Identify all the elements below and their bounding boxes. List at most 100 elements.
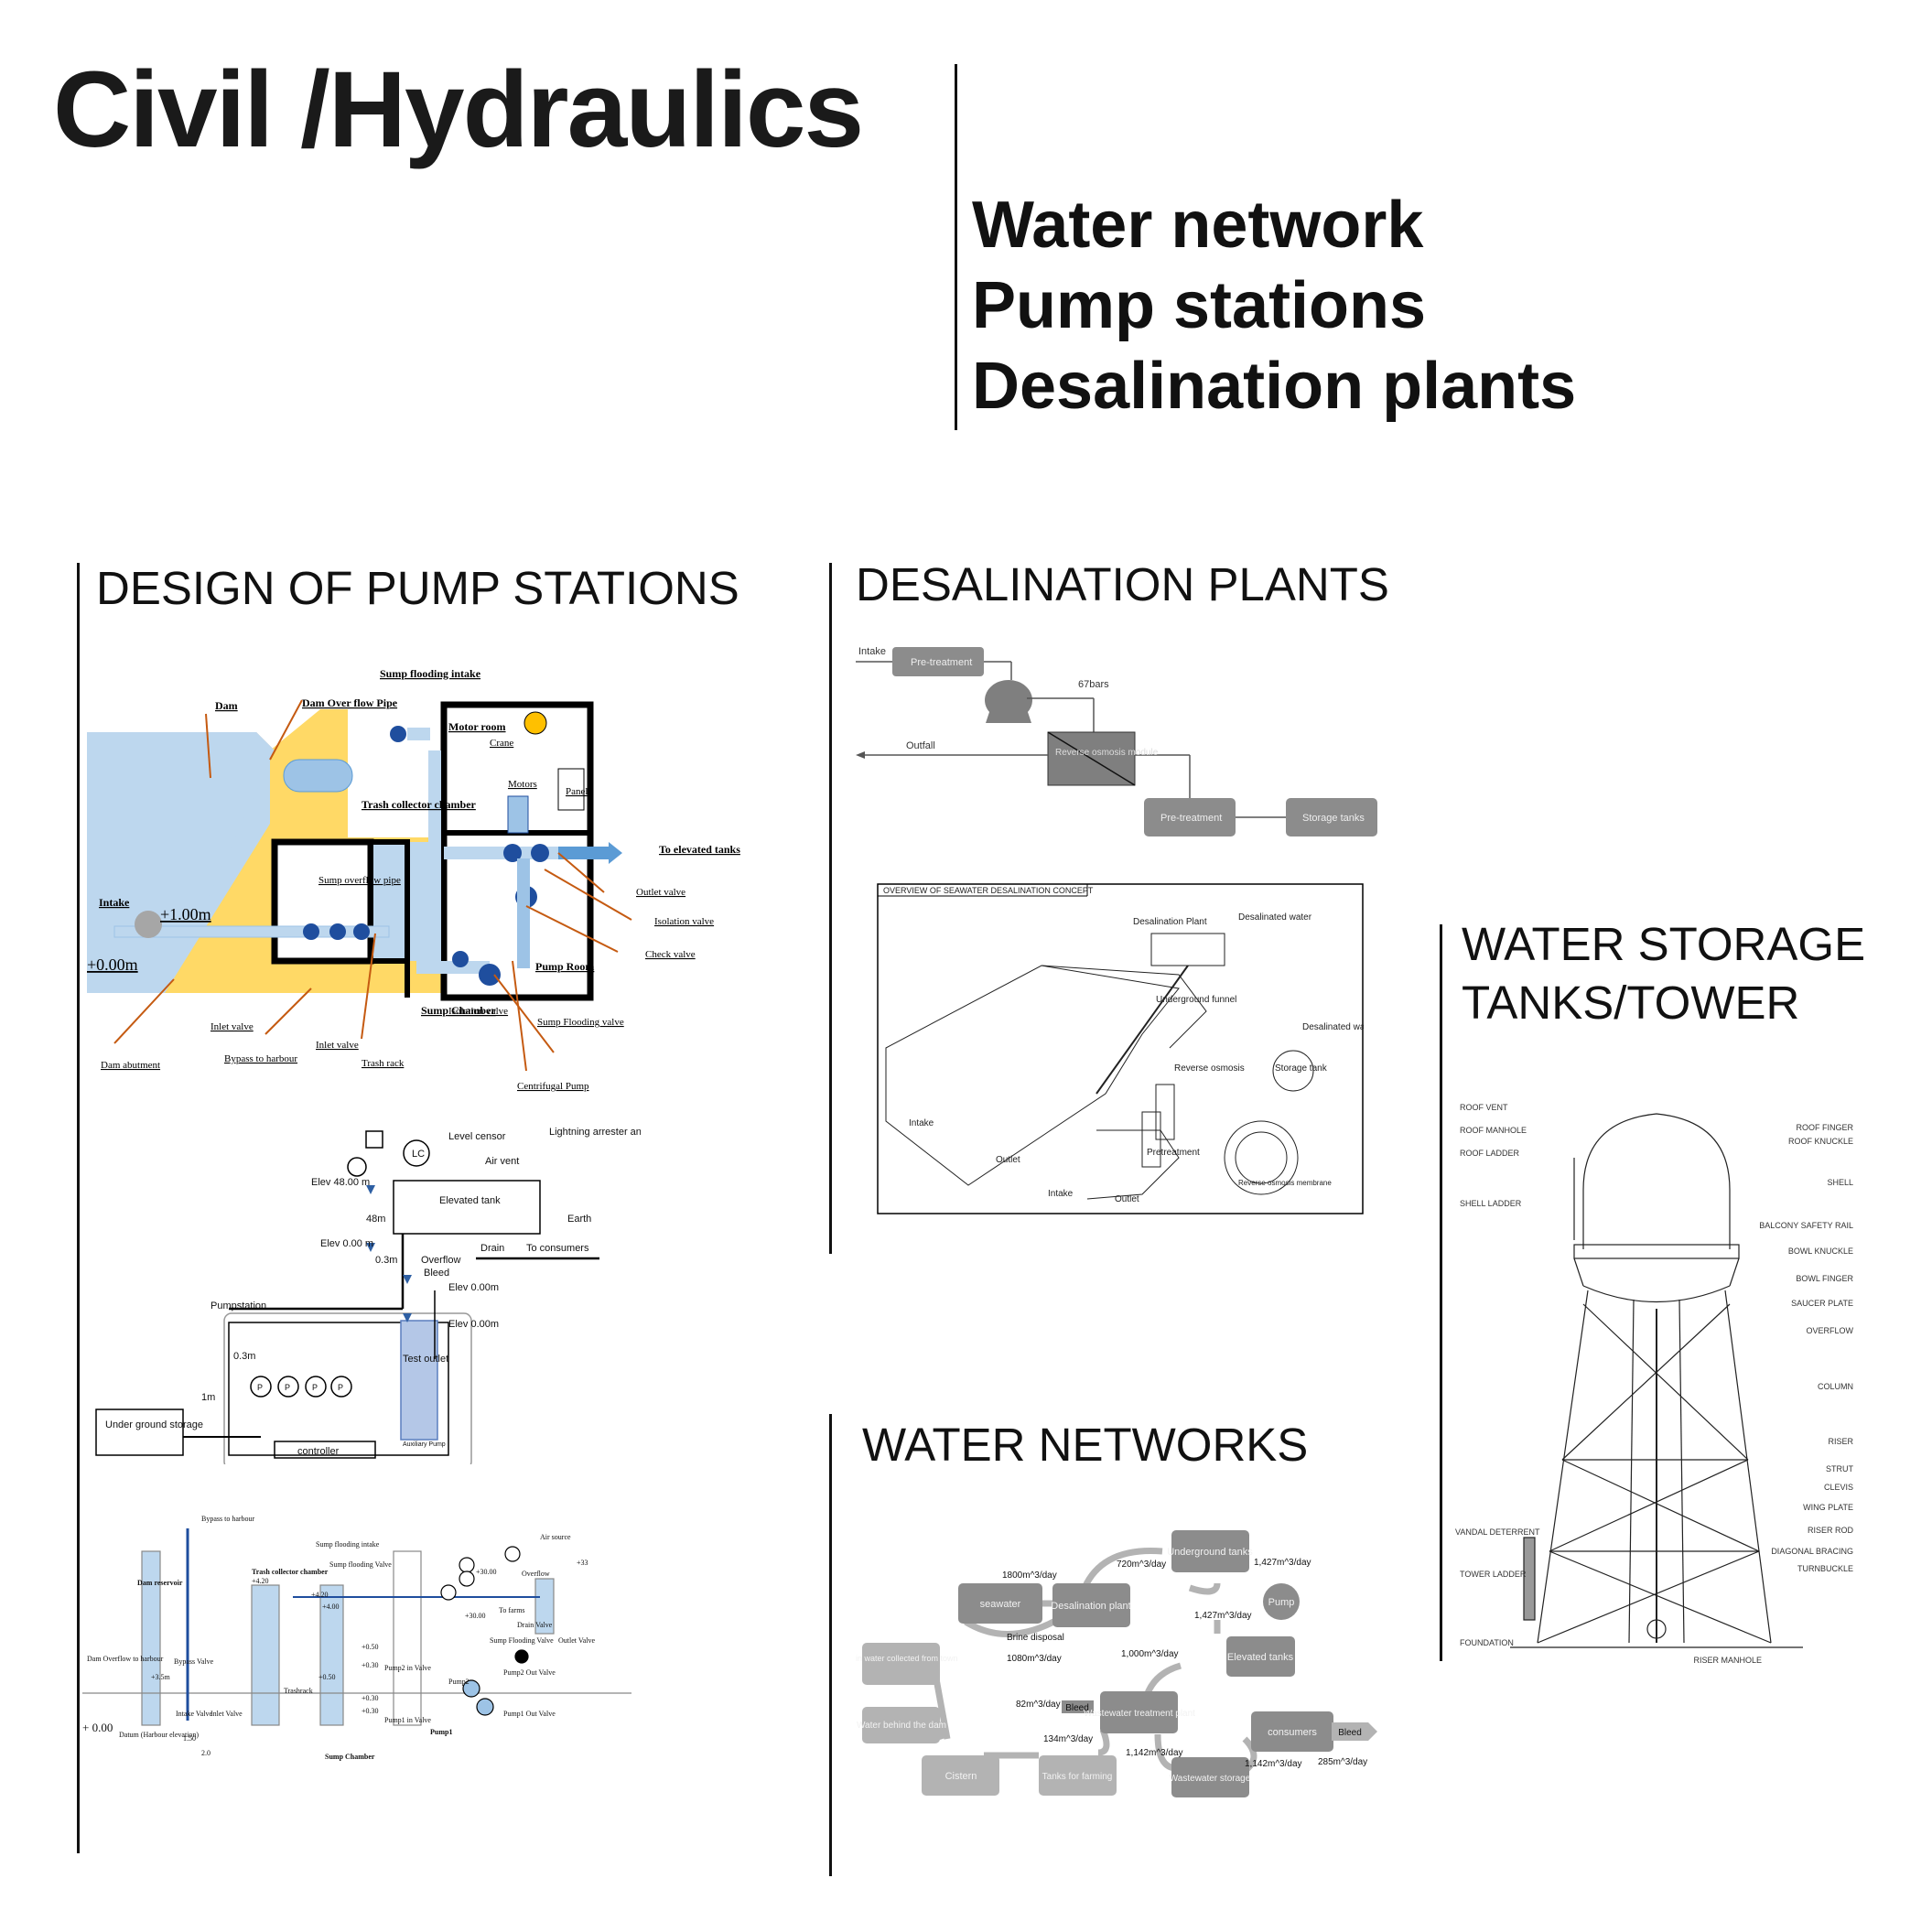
layout-elev-33: +33	[577, 1559, 588, 1567]
layout-trashrack: Trashrack	[284, 1687, 313, 1695]
overview-outlet-2: Outlet	[1115, 1194, 1139, 1204]
label-level-censor: Level censor	[448, 1131, 506, 1142]
networks-section-divider	[829, 1414, 832, 1876]
tower-column: COLUMN	[1818, 1382, 1853, 1391]
tower-tower-ladder: TOWER LADDER	[1460, 1570, 1527, 1579]
tower-shell-ladder: SHELL LADDER	[1460, 1199, 1522, 1208]
layout-pump2: Pump2	[448, 1678, 470, 1686]
flow-67bars: 67bars	[1078, 679, 1109, 690]
water-tower-diagram: ROOF VENT ROOF MANHOLE ROOF LADDER SHELL…	[1455, 1103, 1854, 1665]
node-rain-water: Rain water collected from town	[856, 1654, 958, 1663]
tower-riser: RISER	[1828, 1437, 1853, 1446]
tower-roof-vent: ROOF VENT	[1460, 1103, 1508, 1112]
node-water-behind-dam: Water behind the dam	[857, 1721, 946, 1731]
node-elevated-tanks: Elevated tanks	[1227, 1652, 1294, 1663]
pump-p-1: P	[257, 1383, 263, 1392]
layout-pump1-in: Pump1 in Valve	[384, 1716, 431, 1724]
pump-diagram-shapes	[87, 699, 632, 1072]
label-sump-chamber: Sump Chamber	[421, 1004, 496, 1017]
flow-1427-b: 1,427m^3/day	[1194, 1611, 1252, 1621]
label-sump-flooding-intake: Sump flooding intake	[380, 667, 481, 680]
pump-p-2: P	[285, 1383, 290, 1392]
label-1m: 1m	[201, 1392, 215, 1403]
label-test-outlet: Test outlet	[403, 1354, 448, 1365]
label-48m: 48m	[366, 1214, 385, 1225]
flow-pretreatment-1: Pre-treatment	[911, 657, 972, 668]
label-motor-room: Motor room	[448, 720, 506, 733]
overview-membrane: Reverse osmosis membrane	[1238, 1179, 1332, 1187]
label-pump-room: Pump Room	[535, 960, 594, 973]
node-seawater: seawater	[980, 1599, 1021, 1610]
pump-p-4: P	[338, 1383, 343, 1392]
label-pumpstation: Pumpstation	[210, 1301, 266, 1311]
label-elev-0: Elev 0.00 m	[320, 1238, 373, 1249]
label-trash-collector: Trash collector chamber	[362, 798, 477, 811]
layout-trash-collector: Trash collector chamber	[252, 1568, 329, 1576]
label-air-vent: Air vent	[485, 1156, 519, 1167]
pump-station-layout-diagram: Air source Overflow Bypass to harbour Su…	[82, 1515, 631, 1761]
layout-dim-2-0: 2.0	[201, 1749, 210, 1757]
layout-dam-overflow: Dam Overflow to harbour	[87, 1655, 164, 1663]
label-inlet-valve-1: Inlet valve	[210, 1021, 254, 1032]
label-check-valve: Check valve	[645, 949, 696, 960]
flow-1142-a: 1,142m^3/day	[1126, 1748, 1183, 1758]
label-controller: controller	[297, 1446, 340, 1457]
layout-air-source: Air source	[540, 1533, 571, 1541]
label-panel: Panel	[566, 786, 588, 797]
tower-roof-finger: ROOF FINGER	[1797, 1123, 1854, 1132]
flow-1800: 1800m^3/day	[1002, 1570, 1057, 1581]
desal-section-title: DESALINATION PLANTS	[856, 558, 1389, 610]
tower-clevis: CLEVIS	[1824, 1483, 1853, 1492]
desalination-overview-diagram: OVERVIEW OF SEAWATER DESALINATION CONCEP…	[877, 883, 1364, 1214]
layout-outlet-valve: Outlet Valve	[558, 1636, 596, 1645]
flow-pretreatment-2: Pre-treatment	[1160, 813, 1222, 824]
layout-bypass-valve: Bypass Valve	[174, 1657, 214, 1666]
storage-section-divider	[1440, 924, 1442, 1661]
tower-strut: STRUT	[1826, 1464, 1853, 1473]
label-dam: Dam	[215, 699, 238, 712]
layout-sump-flooding-valve: Sump flooding Valve	[329, 1560, 392, 1569]
layout-elev-4-00: +4.00	[322, 1603, 340, 1611]
flow-intake: Intake	[858, 646, 886, 657]
overview-reverse-osmosis: Reverse osmosis	[1174, 1063, 1245, 1074]
flow-outfall: Outfall	[906, 740, 935, 751]
node-brine-disposal: Brine disposal	[1007, 1633, 1064, 1643]
label-auxiliary-pump: Auxiliary Pump	[403, 1441, 446, 1448]
node-underground-tanks: Underground tanks	[1167, 1547, 1253, 1558]
tower-shell: SHELL	[1827, 1178, 1853, 1187]
storage-section-title: WATER STORAGE TANKS/TOWER	[1462, 918, 1866, 1029]
label-overflow: Overflow	[421, 1255, 460, 1266]
tower-foundation: FOUNDATION	[1460, 1638, 1514, 1647]
tower-roof-knuckle: ROOF KNUCKLE	[1788, 1137, 1853, 1146]
tower-diagonal-bracing: DIAGONAL BRACING	[1771, 1547, 1853, 1556]
label-earth: Earth	[567, 1214, 591, 1225]
node-bleed-1: Bleed	[1065, 1703, 1089, 1713]
label-isolation-valve: Isolation valve	[654, 916, 714, 927]
flow-134: 134m^3/day	[1043, 1734, 1093, 1744]
subtitle-pump-stations: Pump stations	[972, 269, 1427, 342]
pump-section-divider	[77, 563, 80, 1853]
label-0-3m-b: 0.3m	[233, 1351, 255, 1362]
lc-label: LC	[412, 1149, 425, 1160]
tower-vandal-deterrent: VANDAL DETERRENT	[1455, 1527, 1540, 1537]
tower-riser-rod: RISER ROD	[1808, 1526, 1854, 1535]
flow-1080: 1080m^3/day	[1007, 1654, 1062, 1664]
label-crane: Crane	[490, 738, 513, 749]
layout-elev-0-30-b: +0.30	[362, 1694, 379, 1702]
label-centrifugal-pump: Centrifugal Pump	[517, 1081, 589, 1092]
pump-station-section-diagram: Dam Dam Over flow Pipe Sump flooding int…	[87, 667, 740, 1092]
label-drain: Drain	[480, 1243, 504, 1254]
layout-sump-chamber: Sump Chamber	[325, 1753, 375, 1761]
flow-ro-module: Reverse osmosis module	[1055, 748, 1159, 758]
flow-720: 720m^3/day	[1117, 1560, 1166, 1570]
tower-saucer-plate: SAUCER PLATE	[1791, 1299, 1853, 1308]
layout-pump1-out: Pump1 Out Valve	[503, 1710, 556, 1718]
label-inlet-valve-2: Inlet valve	[316, 1040, 359, 1051]
layout-pump2-in: Pump2 in Valve	[384, 1664, 431, 1672]
pump-section-title: DESIGN OF PUMP STATIONS	[96, 562, 739, 614]
label-to-elevated-tanks: To elevated tanks	[659, 843, 740, 856]
tower-balcony-rail: BALCONY SAFETY RAIL	[1759, 1221, 1853, 1230]
flow-1142-b: 1,142m^3/day	[1245, 1759, 1302, 1769]
layout-elev-4-20-a: +4.20	[311, 1591, 329, 1599]
overview-tunnel: Underground funnel	[1156, 995, 1236, 1005]
